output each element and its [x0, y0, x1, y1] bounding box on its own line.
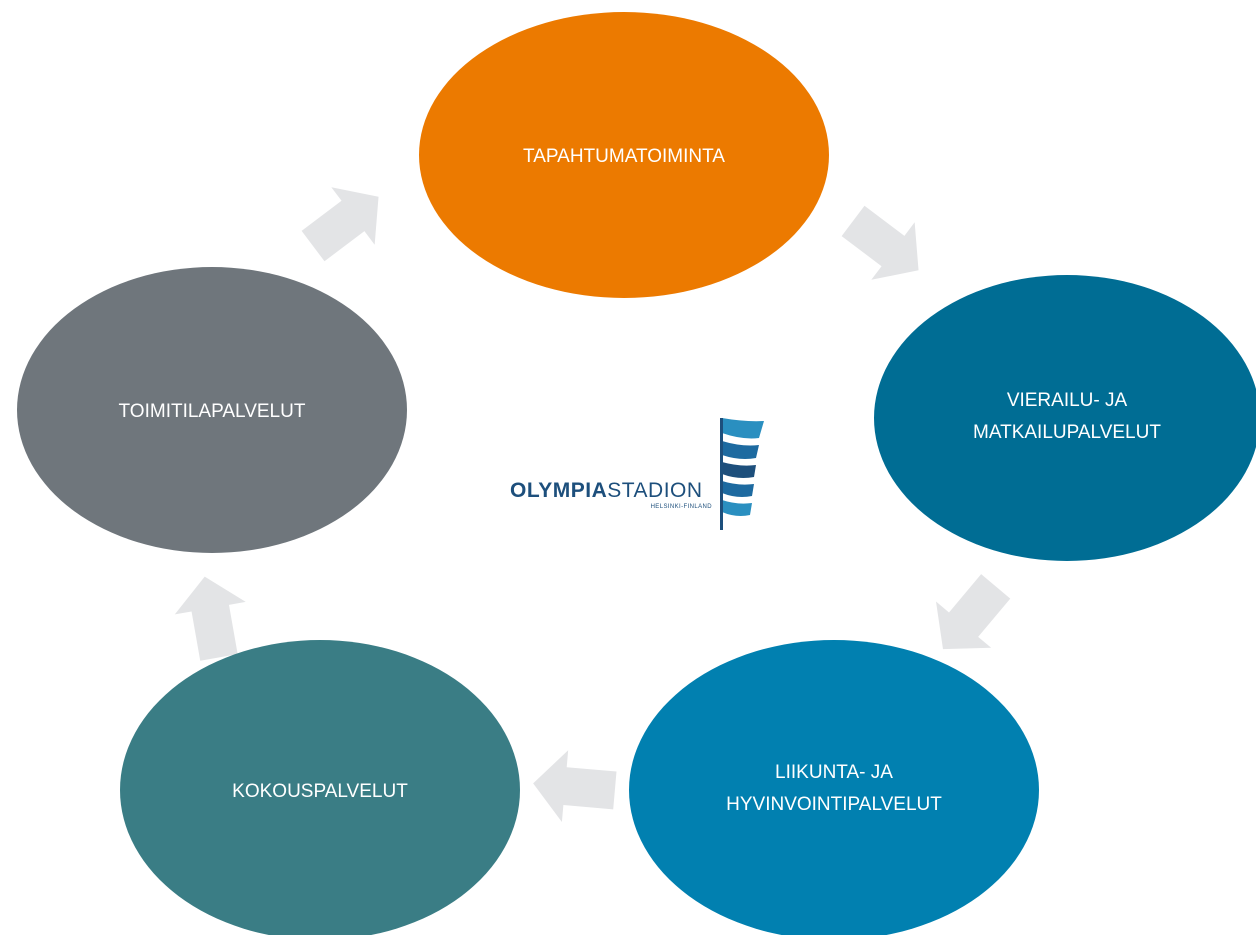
node-toimitila-shape: [17, 267, 407, 553]
arrow-liikunta-to-kokous: [533, 750, 617, 822]
node-kokous: KOKOUSPALVELUT: [120, 640, 520, 935]
arrow-tapahtuma-to-vierailu: [841, 205, 919, 280]
node-vierailu-label-line2: MATKAILUPALVELUT: [973, 422, 1161, 443]
logo-subtitle: HELSINKI-FINLAND: [651, 504, 713, 510]
logo-word-light: STADION: [607, 479, 702, 502]
node-liikunta: LIIKUNTA- JA HYVINVOINTIPALVELUT: [629, 640, 1039, 935]
node-liikunta-label-line2: HYVINVOINTIPALVELUT: [726, 794, 942, 815]
cycle-arrows: [174, 187, 1011, 822]
node-liikunta-shape: [629, 640, 1039, 935]
olympiastadion-logo: OLYMPIASTADION HELSINKI-FINLAND: [510, 418, 764, 530]
node-tapahtumatoiminta-shape: [419, 12, 829, 298]
node-tapahtumatoiminta-label: TAPAHTUMATOIMINTA: [523, 146, 725, 167]
node-tapahtumatoiminta: TAPAHTUMATOIMINTA: [419, 12, 829, 298]
node-kokous-shape: [120, 640, 520, 935]
arrow-kokous-to-toimitila: [174, 576, 246, 661]
node-toimitila-label: TOIMITILAPALVELUT: [119, 401, 306, 422]
arrow-toimitila-to-tapahtuma: [301, 187, 379, 262]
logo-tower-icon: [720, 418, 764, 530]
arrow-vierailu-to-liikunta: [935, 574, 1011, 650]
node-liikunta-label-line1: LIIKUNTA- JA: [775, 762, 893, 783]
node-kokous-label: KOKOUSPALVELUT: [232, 781, 408, 802]
logo-wordmark: OLYMPIASTADION: [510, 479, 703, 502]
logo-word-bold: OLYMPIA: [510, 479, 607, 502]
node-vierailu-shape: [874, 275, 1256, 561]
node-toimitila: TOIMITILAPALVELUT: [17, 267, 407, 553]
node-vierailu: VIERAILU- JA MATKAILUPALVELUT: [874, 275, 1256, 561]
node-vierailu-label-line1: VIERAILU- JA: [1007, 390, 1128, 411]
